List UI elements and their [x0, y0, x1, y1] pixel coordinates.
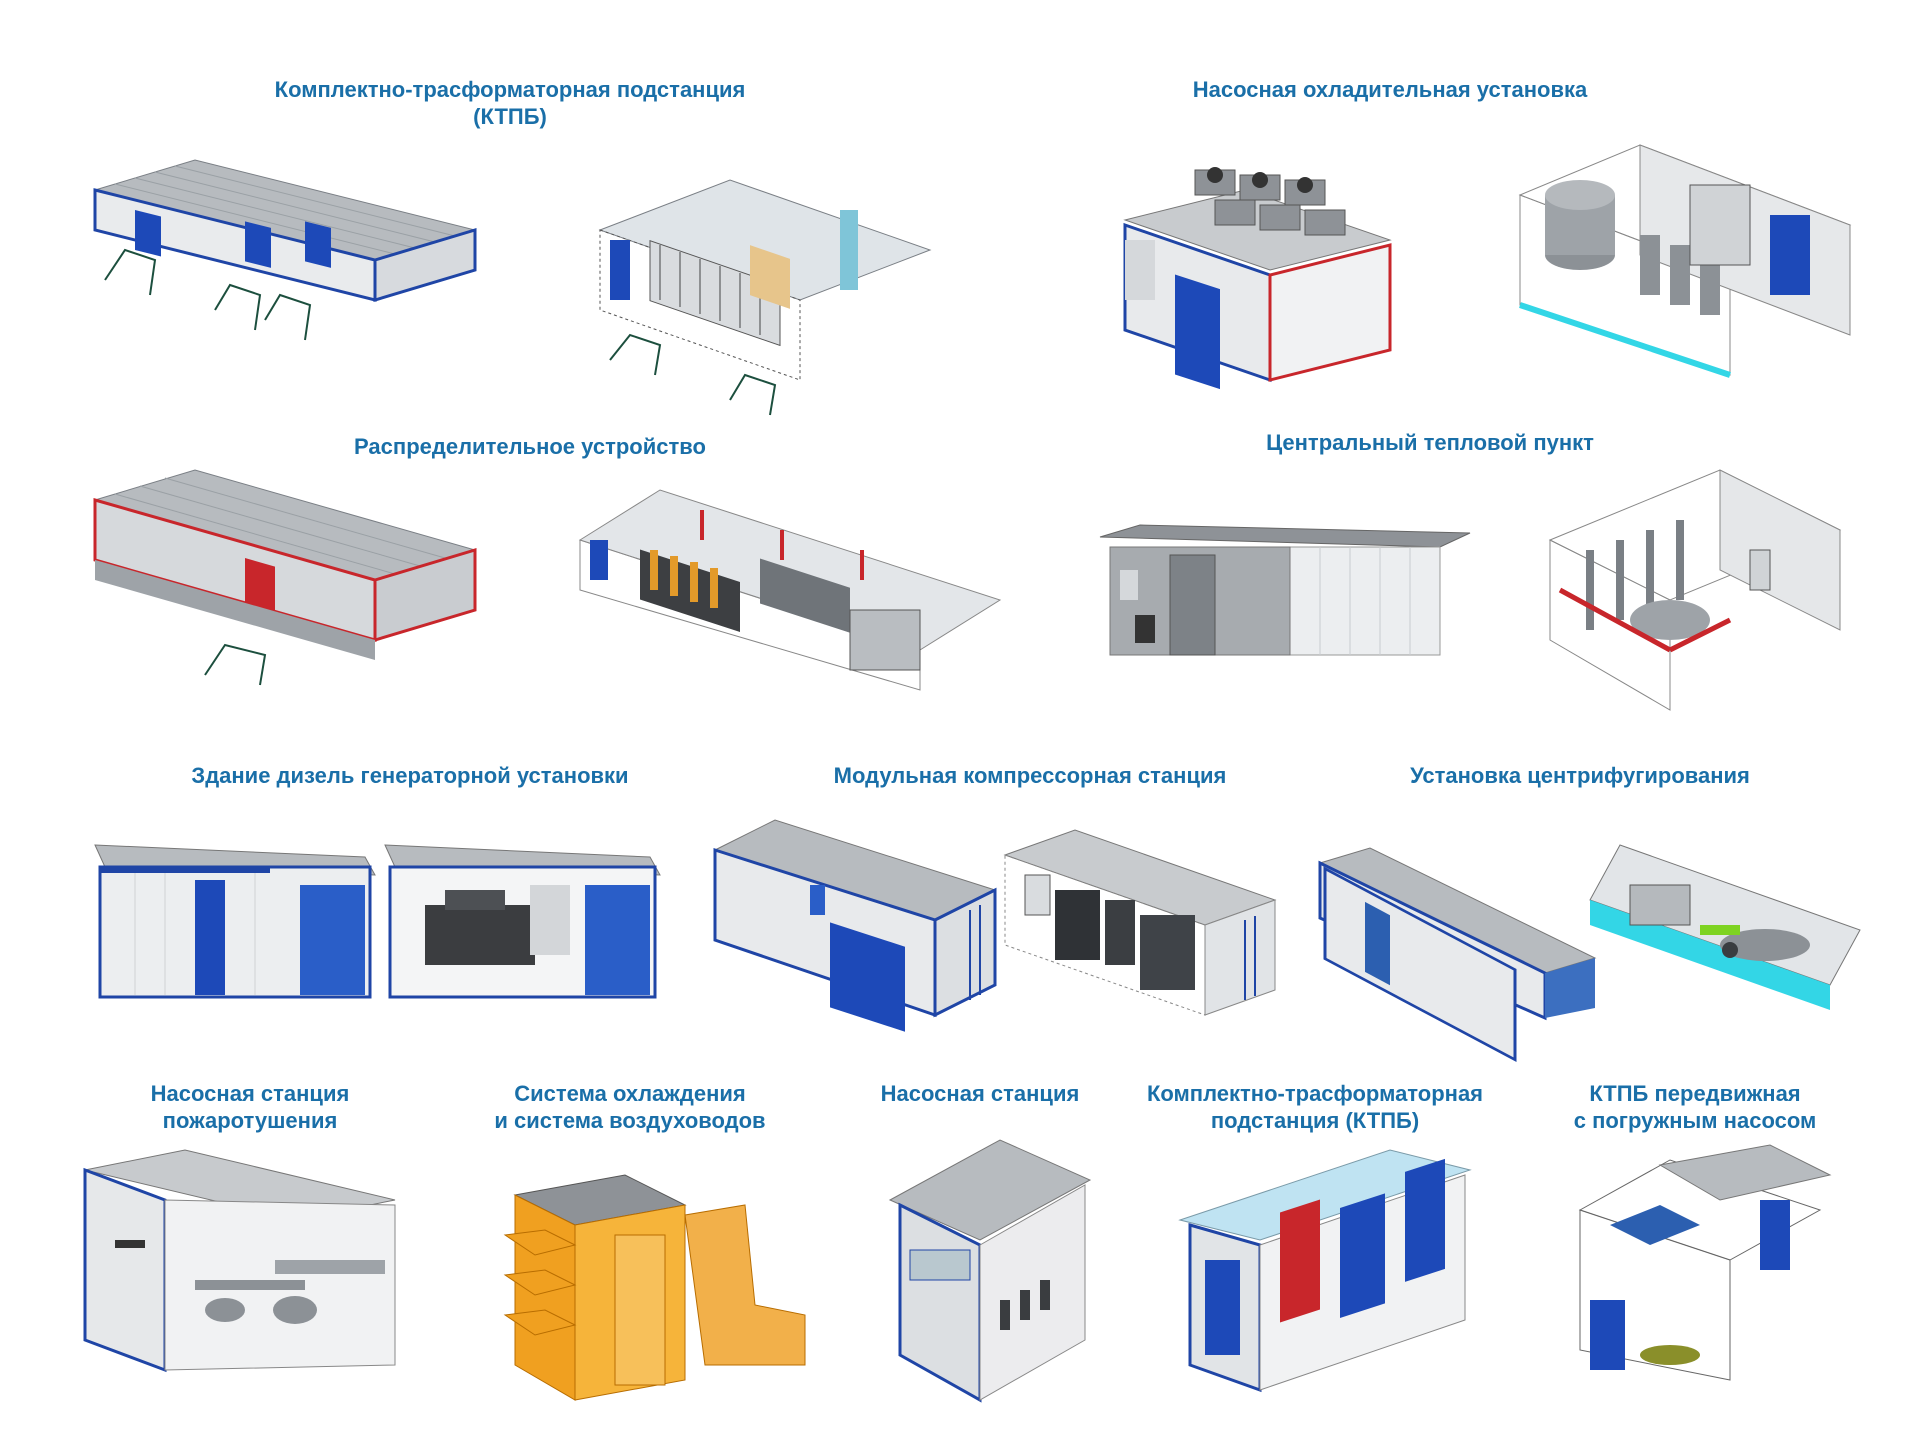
pump-cooling-exterior-image — [1115, 150, 1395, 390]
cooling-ducts-image — [503, 1174, 806, 1401]
title-pump-station: Насосная станция — [880, 1081, 1080, 1106]
title-fire-pump: Насосная станция пожаротушения — [150, 1081, 350, 1133]
pump-station-image — [888, 1139, 1092, 1403]
title-heat-point: Центральный тепловой пункт — [1266, 430, 1594, 455]
diesel-interior-image — [384, 844, 661, 1000]
title-pump-cooling: Насосная охладительная установка — [1192, 77, 1588, 102]
ktpb-mobile-image — [1570, 1144, 1832, 1381]
title-ktpb-mobile: КТПБ передвижная с погружным насосом — [1573, 1081, 1817, 1133]
title-switchgear: Распределительное устройство — [354, 434, 706, 459]
pump-cooling-interior-image — [1518, 144, 1852, 378]
ktpb-exterior-image — [93, 159, 477, 370]
compressor-exterior-image — [713, 819, 997, 1032]
heat-point-exterior-image — [1099, 524, 1471, 660]
ktpb-2-image — [1178, 1149, 1472, 1393]
switchgear-exterior-image — [93, 469, 477, 690]
heat-point-interior-image — [1548, 469, 1842, 711]
compressor-interior-image — [1003, 829, 1277, 1016]
title-diesel: Здание дизель генераторной установки — [191, 763, 629, 788]
centrifuge-exterior-image — [1318, 847, 1597, 1062]
diesel-exterior-image — [94, 844, 376, 1000]
title-centrifuge: Установка центрифугирования — [1410, 763, 1750, 788]
title-compressor: Модульная компрессорная станция — [833, 763, 1227, 788]
switchgear-interior-image — [578, 489, 1002, 691]
title-cooling-ducts: Система охлаждения и система воздуховодо… — [494, 1081, 766, 1133]
title-ktpb: Комплектно-трасформаторная подстанция (К… — [274, 77, 746, 129]
ktpb-interior-image — [590, 150, 940, 416]
centrifuge-interior-image — [1589, 844, 1861, 1010]
title-ktpb-2: Комплектно-трасформаторная подстанция (К… — [1146, 1081, 1484, 1133]
fire-pump-image — [75, 1149, 405, 1373]
